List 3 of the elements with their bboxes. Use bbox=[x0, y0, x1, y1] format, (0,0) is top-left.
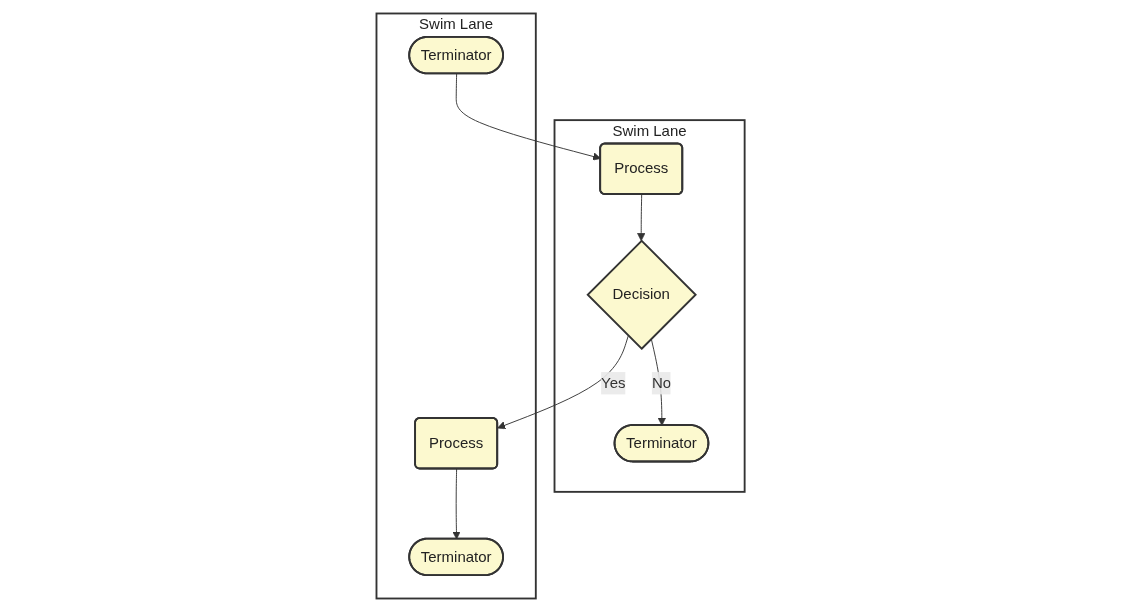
edge-label: No bbox=[652, 374, 672, 391]
node-diamond: Decision bbox=[586, 239, 698, 351]
edge-label: Yes bbox=[601, 374, 626, 391]
